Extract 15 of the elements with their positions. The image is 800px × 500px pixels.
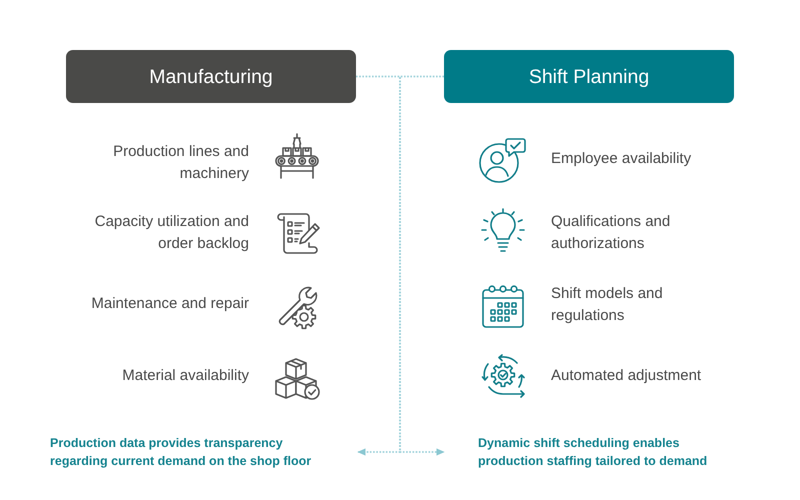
item-label: Qualifications and authorizations	[551, 212, 672, 254]
header-title: Shift Planning	[528, 64, 650, 88]
header-title: Manufacturing	[149, 64, 273, 88]
caption-text: Production data provides transparency regarding current demand on the shop floor	[50, 435, 312, 470]
caption-text: Dynamic shift scheduling enables production staffing tailored to demand	[478, 435, 708, 470]
item-label: Employee availability	[551, 149, 692, 169]
item-label: Maintenance and repair	[91, 294, 249, 314]
item-label: Production lines and machinery	[112, 142, 249, 184]
item-label: Capacity utilization and order backlog	[94, 212, 249, 254]
dotted-connector	[399, 76, 444, 456]
item-label: Shift models and regulations	[551, 284, 664, 326]
item-label: Material availability	[122, 366, 249, 386]
item-label: Automated adjustment	[551, 366, 702, 386]
header-box	[444, 50, 734, 103]
header-box	[66, 50, 356, 103]
